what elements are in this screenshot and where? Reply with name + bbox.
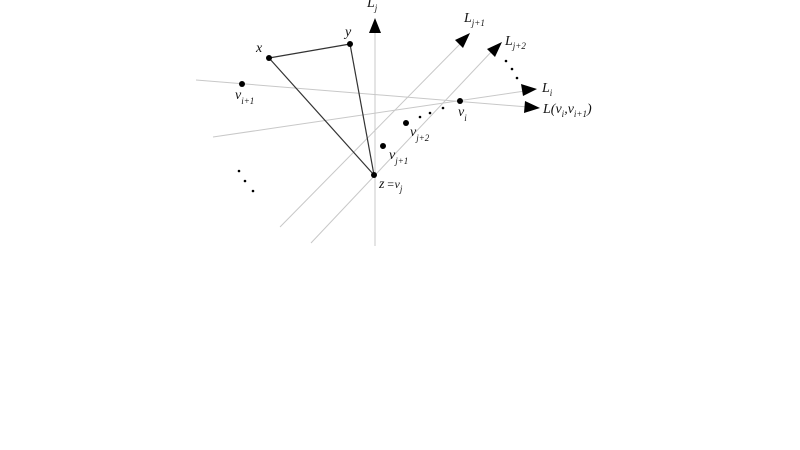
arrowhead-L-vi-vi1 <box>524 101 540 113</box>
point-vi1 <box>239 81 245 87</box>
label-y: y <box>343 25 352 40</box>
label-vj1: vj+1 <box>389 148 408 166</box>
ellipsis-dots <box>237 59 519 193</box>
point-vj2 <box>403 120 409 126</box>
label-z: z=vj <box>378 177 403 194</box>
ray-Li <box>212 90 526 138</box>
point-y <box>347 41 353 47</box>
point-x <box>266 55 272 61</box>
arrowhead-Li <box>521 84 537 96</box>
label-L-vi-vi1: L(vi,vi+1) <box>542 102 592 119</box>
label-Lj2: Lj+2 <box>504 34 526 51</box>
label-Li: Li <box>541 81 553 98</box>
point-vi <box>457 98 463 104</box>
label-Lj: Lj <box>366 0 378 13</box>
arrowhead-Lj2 <box>487 42 502 57</box>
edge-yz <box>349 43 375 176</box>
label-vj2: vj+2 <box>410 125 430 143</box>
label-vi: vi <box>458 105 467 123</box>
label-x: x <box>255 41 263 56</box>
edge-xz <box>268 57 375 176</box>
ray-Lj2 <box>310 49 494 244</box>
arrowhead-Lj <box>369 18 381 33</box>
ray-L-vi-vi1 <box>195 79 529 108</box>
edge-xy <box>268 43 351 59</box>
point-z <box>371 172 377 178</box>
point-vj1 <box>380 143 386 149</box>
label-Lj1: Lj+1 <box>463 11 485 28</box>
arrowhead-Lj1 <box>455 33 470 48</box>
label-vi1: vi+1 <box>235 88 254 106</box>
ray-Lj1 <box>279 41 463 228</box>
